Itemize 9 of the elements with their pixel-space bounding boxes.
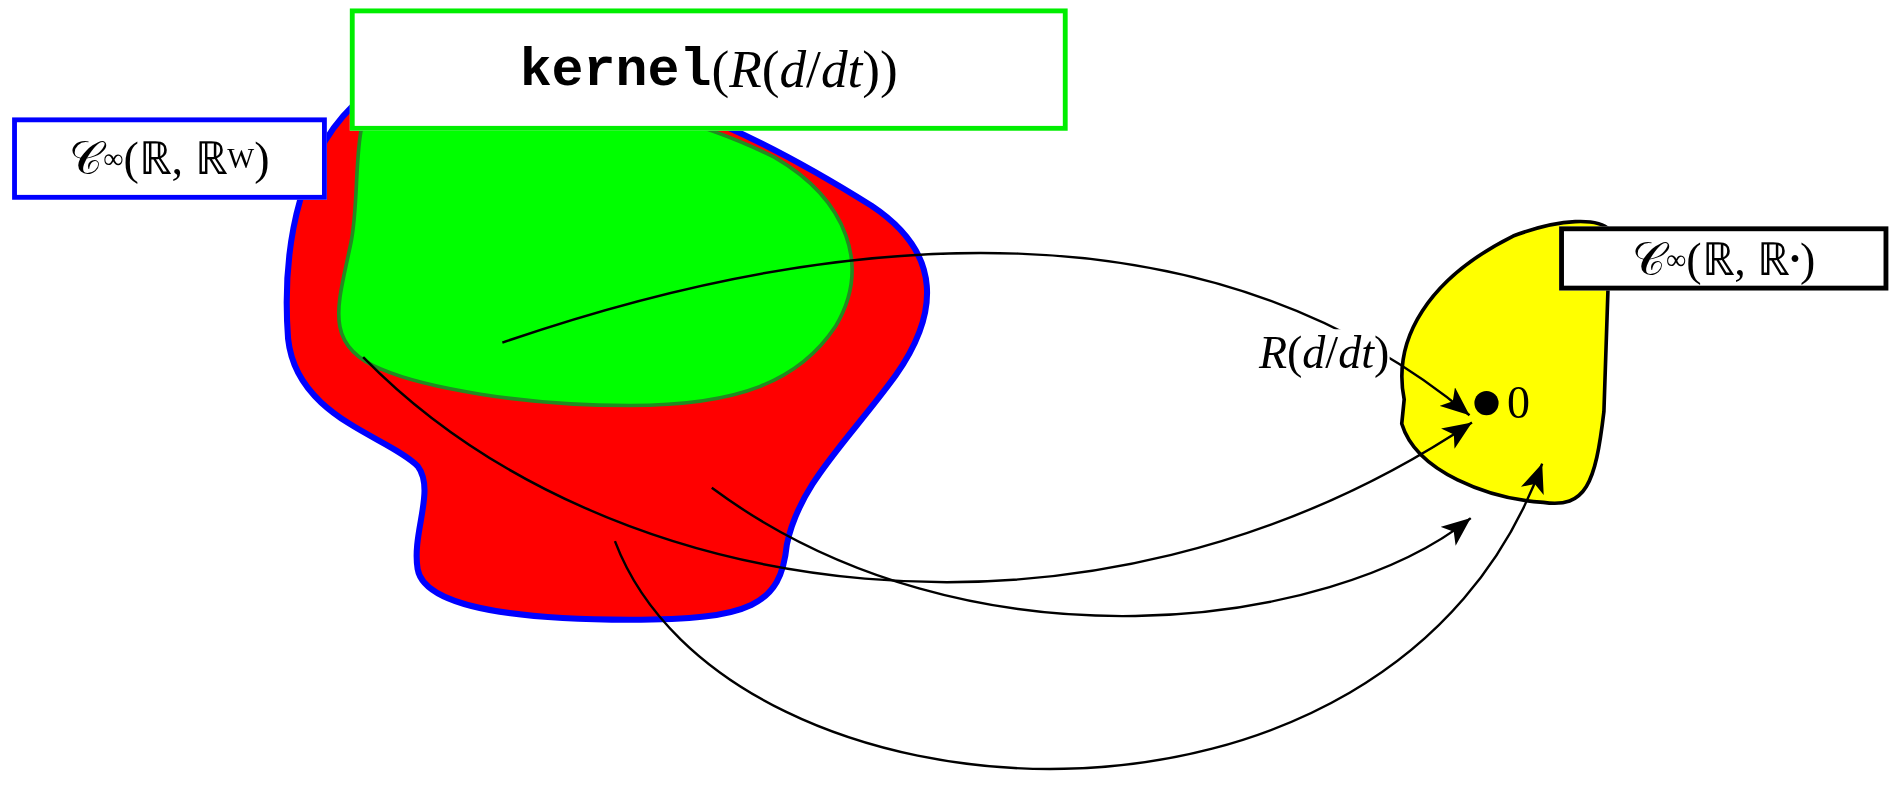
point-label: 0 (1507, 378, 1531, 425)
edge-label: R(d/dt) (1258, 329, 1390, 376)
arrow (362, 356, 1473, 583)
set-label: kernel(R(d/dt)) (349, 8, 1068, 131)
arrow (502, 252, 1471, 417)
arrow (711, 486, 1472, 618)
set-label: 𝒞$^{∞}$(ℝ, ℝ$^{•}$) (1559, 226, 1889, 291)
set-label: 𝒞$^{∞}$(ℝ, ℝ$^{W}$) (12, 117, 327, 200)
arrow (613, 463, 1544, 770)
